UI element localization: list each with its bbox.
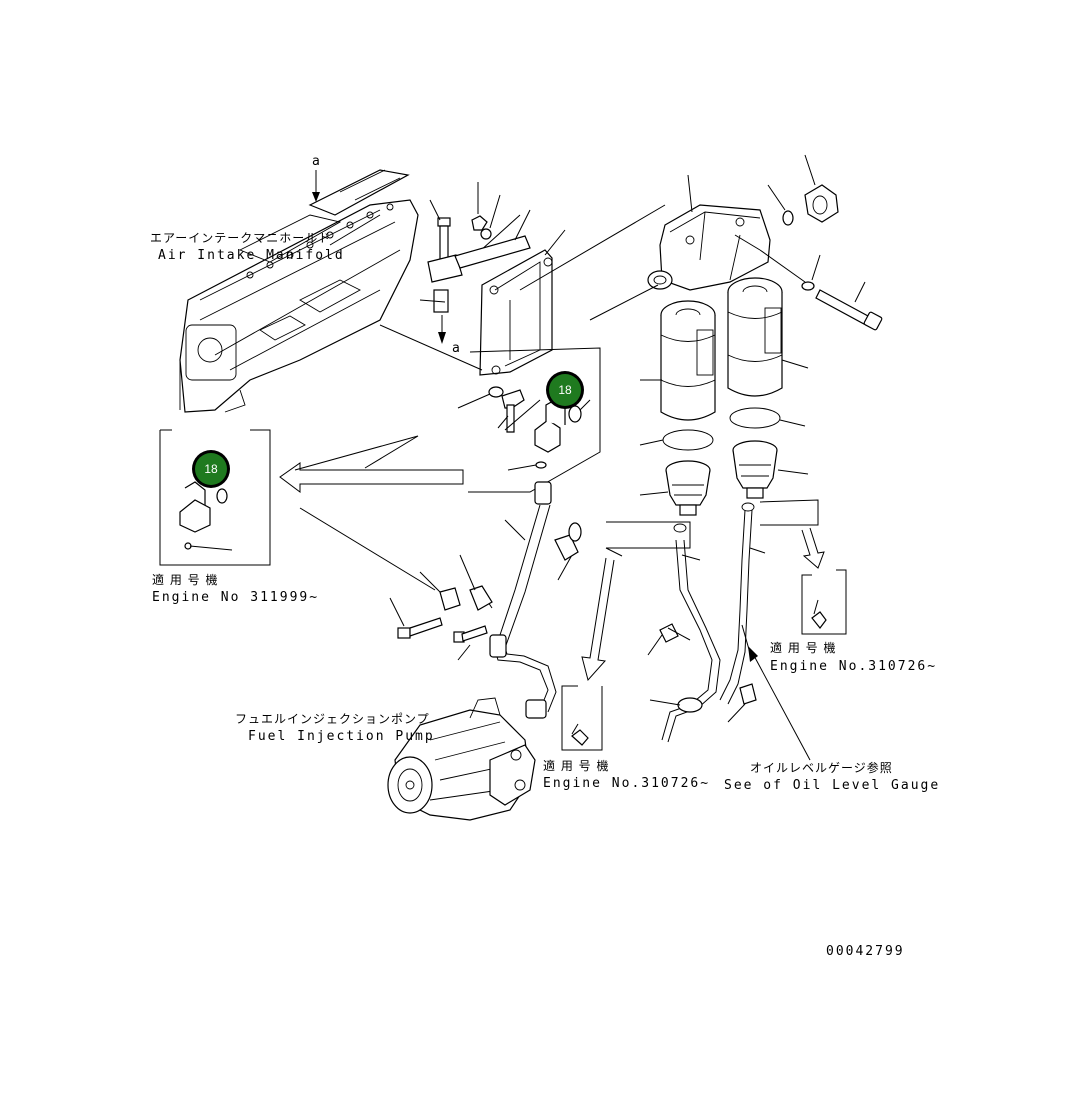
filter-cartridge-right xyxy=(727,277,809,397)
bracket-bolt xyxy=(457,386,525,433)
fuel-pipe xyxy=(479,481,573,719)
oil-gauge-reference: オイルレベルゲージ参照 See of Oil Level Gauge xyxy=(724,646,940,793)
gauge-jp-label: オイルレベルゲージ参照 xyxy=(750,760,893,775)
ref-a-top-label: a xyxy=(312,154,322,169)
bowl-bracket-left xyxy=(605,521,691,557)
pointer-arrow-right xyxy=(801,527,825,569)
badge-left-label: 18 xyxy=(204,462,218,476)
inset-box-right: 適 用 号 機 Engine No.310726~ xyxy=(770,569,937,674)
pointer-arrow-mid xyxy=(581,557,615,682)
pointer-arrow-left xyxy=(279,435,464,591)
nut-washer-group xyxy=(471,182,501,240)
bolt-spacer-assembly: a xyxy=(419,199,521,356)
filter-bowl-right xyxy=(732,440,809,512)
sensor-plug xyxy=(767,154,839,226)
manifold-jp-label: エアーインテークマニホールド xyxy=(150,231,331,245)
document-number: 00042799 xyxy=(826,944,905,959)
filter-bowl-left xyxy=(639,460,711,533)
engine-block xyxy=(179,169,419,413)
clamp-bolts xyxy=(389,597,488,661)
applicable-mid-en: Engine No.310726~ xyxy=(543,776,710,791)
long-bolt xyxy=(759,249,883,331)
reference-badge-center[interactable]: 18 xyxy=(546,371,584,409)
manifold-en-label: Air Intake Manifold xyxy=(158,248,345,263)
applicable-right-jp: 適 用 号 機 xyxy=(770,640,836,655)
o-ring-left xyxy=(662,429,714,451)
applicable-right-en: Engine No.310726~ xyxy=(770,659,937,674)
elbow-inset-left: 適 用 号 機 Engine No 311999~ xyxy=(152,429,319,605)
gauge-en-label: See of Oil Level Gauge xyxy=(724,778,940,793)
drain-hoses xyxy=(647,509,766,743)
pipe-clamp xyxy=(419,522,582,611)
reference-arrow-a-top: a xyxy=(312,154,322,202)
applicable-left-en: Engine No 311999~ xyxy=(152,590,319,605)
manifold-leader-line xyxy=(329,214,381,246)
pump-jp-label: フュエルインジェクションポンプ xyxy=(235,712,430,726)
o-ring-right xyxy=(729,407,781,429)
pump-en-label: Fuel Injection Pump xyxy=(248,729,435,744)
filter-head xyxy=(519,174,771,321)
reference-badge-left[interactable]: 18 xyxy=(192,450,230,488)
applicable-left-jp: 適 用 号 機 xyxy=(152,572,218,587)
inset-box-mid: 適 用 号 機 Engine No.310726~ xyxy=(543,685,710,791)
fuel-injection-pump xyxy=(387,697,536,821)
badge-center-label: 18 xyxy=(558,383,572,397)
applicable-mid-jp: 適 用 号 機 xyxy=(543,758,609,773)
filter-cartridge-left xyxy=(640,300,716,421)
ref-a-mid-label: a xyxy=(452,341,462,356)
bowl-bracket-right xyxy=(759,499,819,526)
